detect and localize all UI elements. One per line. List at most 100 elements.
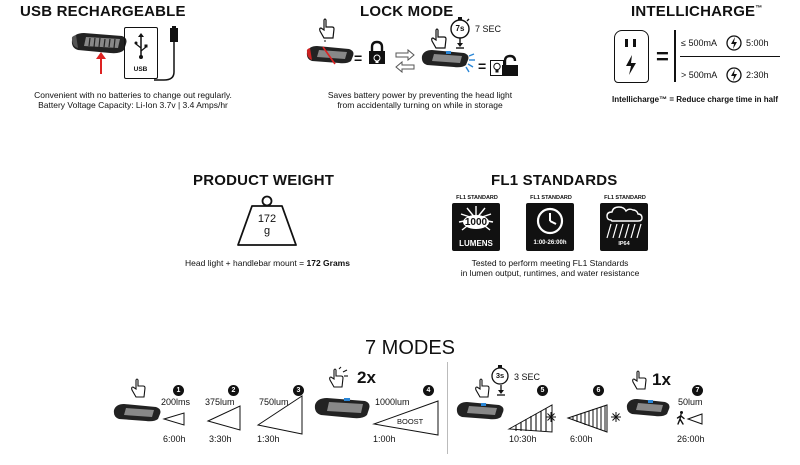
fl1-badge-header-1: FL1 STANDARD [456,195,498,201]
charge-circle-icon-2 [726,67,742,83]
weight-caption: Head light + handlebar mount = 172 Grams [150,258,385,268]
light-burst-icon [458,206,494,231]
modes-hold-label: 3 SEC [514,372,541,382]
fl1-lumens-footer: LUMENS [459,239,493,248]
mode-time-5: 10:30h [509,434,537,444]
fl1-lumens-value: 1000 [464,217,488,228]
fl1-badge-water: IP64 [600,203,648,251]
intellicharge-row2-time: 2:30h [746,70,769,80]
mode-time-6: 6:00h [570,434,593,444]
fl1-title: FL1 STANDARDS [491,172,618,189]
hand-pointer-icon [319,18,335,42]
bulb-icon [373,54,381,63]
modes-press-2x: 2x [357,368,376,387]
mode-time-1: 6:00h [163,434,186,444]
intellicharge-row1-condition: ≤ 500mA [681,38,717,48]
mode-label-4: 1000lum [375,397,410,407]
charge-arrow-icon [96,52,106,74]
lock-title: LOCK MODE [360,3,454,20]
charger-plug-box [614,30,649,83]
fl1-runtime-footer: 1:00-26:00h [533,240,567,246]
fl1-badge-runtime: 1:00-26:00h [526,203,574,251]
clock-icon [536,207,564,235]
fl1-badge-header-3: FL1 STANDARD [604,195,646,201]
hand-pointer-press-icon [431,28,447,49]
mode-number-4: 4 [423,385,434,396]
weight-title: PRODUCT WEIGHT [193,172,335,189]
mode-time-4: 1:00h [373,434,396,444]
padlock-open-icon [502,54,518,76]
mode-time-2: 3:30h [209,434,232,444]
fl1-badge-lumens: 1000 LUMENS [452,203,500,251]
weight-icon [237,195,297,246]
mode-number-6: 6 [593,385,604,396]
headlight-boost-icon [314,398,370,419]
beam-pulse-icon [566,404,608,433]
mode-time-3: 1:30h [257,434,280,444]
usb-caption-line1: Convenient with no batteries to change o… [34,90,232,100]
sparkle-icon-2 [611,412,621,422]
sparkle-icon [546,412,556,422]
weight-value: 172 [257,213,277,225]
hand-pointer-single-icon [632,370,647,390]
mode-number-2: 2 [228,385,239,396]
headlight-unlocked-icon [421,50,475,73]
mode-label-7: 50lum [678,397,703,407]
equals-sign: = [354,50,363,66]
rain-cloud-icon [606,206,643,239]
weight-caption-prefix: Head light + handlebar mount = [185,258,307,268]
mode-label-2: 375lum [205,397,235,407]
hand-pointer-double-icon [329,366,348,388]
beam-small-icon [162,412,185,426]
mode-time-7: 26:00h [677,434,705,444]
intellicharge-row1-time: 5:00h [746,38,769,48]
hand-pointer-mode-icon [131,378,146,398]
headlight-device-icon [71,33,127,54]
lock-caption-line2: from accidentally turning on while in st… [337,100,503,110]
modes-press-1x: 1x [652,370,671,389]
modes-hold-badge: 3s [495,371,505,380]
modes-title: 7 MODES [365,337,456,359]
fl1-caption-line1: Tested to perform meeting FL1 Standards [471,258,629,268]
walking-person-icon [676,411,685,425]
beam-flash-icon [507,404,553,433]
intellicharge-row2-condition: > 500mA [681,70,718,80]
headlight-eco-icon [626,399,670,417]
usb-cable-icon [154,26,178,81]
weight-unit: g [263,225,271,237]
usb-port-box: USB [124,27,158,79]
mode-tag-boost: BOOST [397,417,424,426]
mode-number-3: 3 [293,385,304,396]
modes-group-divider [447,362,448,454]
intellicharge-title: INTELLICHARGE™ [631,3,763,20]
timer-hold-icon [491,365,509,385]
weight-caption-bold: 172 Grams [306,258,350,268]
usb-port-label: USB [133,66,148,73]
headlight-mode-icon [113,404,161,422]
mode-number-1: 1 [173,385,184,396]
equals-sign-2: = [478,58,487,74]
fl1-caption-line2: in lumen output, runtimes, and water res… [460,268,640,278]
bulb-outline-icon [493,62,501,73]
headlight-hold-icon [456,402,504,420]
swap-arrows-icon [395,48,415,74]
headlight-locked-icon [306,46,354,65]
mode-label-3: 750lum [259,397,289,407]
intellicharge-tm: ™ [755,5,763,12]
mode-label-1: 200lms [161,397,191,407]
mode-number-7: 7 [692,385,703,396]
beam-medium-icon [206,405,241,431]
mode-number-5: 5 [537,385,548,396]
intellicharge-divider [680,56,780,58]
beam-large-icon [256,395,303,435]
intellicharge-equals: = [656,44,669,69]
lock-timer-badge: 7s [455,24,465,33]
padlock-closed-icon [369,40,385,64]
charge-circle-icon [726,35,742,51]
usb-caption-line2: Battery Voltage Capacity: Li-Ion 3.7v | … [38,100,228,110]
beam-eco-icon [686,413,703,425]
intellicharge-bracket [674,30,676,82]
lock-timer-label: 7 SEC [475,24,502,34]
lock-caption-line1: Saves battery power by preventing the he… [327,90,513,100]
hand-pointer-hold-icon [475,378,490,398]
